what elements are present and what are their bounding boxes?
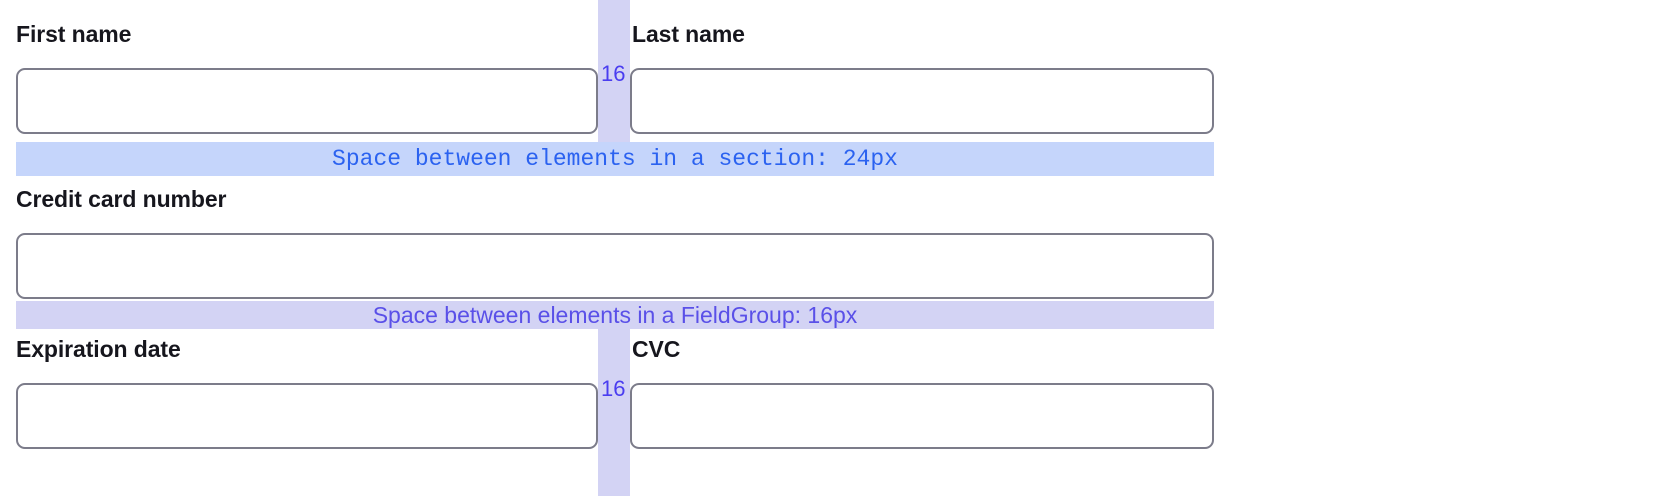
label-credit-card-number: Credit card number — [16, 186, 227, 212]
gutter-size-label-expiry-row: 16 — [601, 376, 626, 401]
annotation-band-fieldgroup-gap: Space between elements in a FieldGroup: … — [16, 301, 1214, 329]
label-cvc: CVC — [632, 336, 681, 362]
input-last-name[interactable] — [630, 68, 1214, 134]
annotation-band-section-gap: Space between elements in a section: 24p… — [16, 142, 1214, 176]
label-first-name: First name — [16, 21, 132, 47]
gutter-highlight-name-row — [598, 0, 630, 142]
input-credit-card-number[interactable] — [16, 233, 1214, 299]
gutter-size-label-name-row: 16 — [601, 61, 626, 86]
annotation-text-fieldgroup-gap: Space between elements in a FieldGroup: … — [372, 302, 858, 328]
gutter-highlight-expiry-row — [598, 329, 630, 496]
input-first-name[interactable] — [16, 68, 598, 134]
input-expiration-date[interactable] — [16, 383, 598, 449]
label-expiration-date: Expiration date — [16, 336, 181, 362]
input-cvc[interactable] — [630, 383, 1214, 449]
label-last-name: Last name — [632, 21, 745, 47]
annotation-text-section-gap: Space between elements in a section: 24p… — [332, 146, 898, 172]
